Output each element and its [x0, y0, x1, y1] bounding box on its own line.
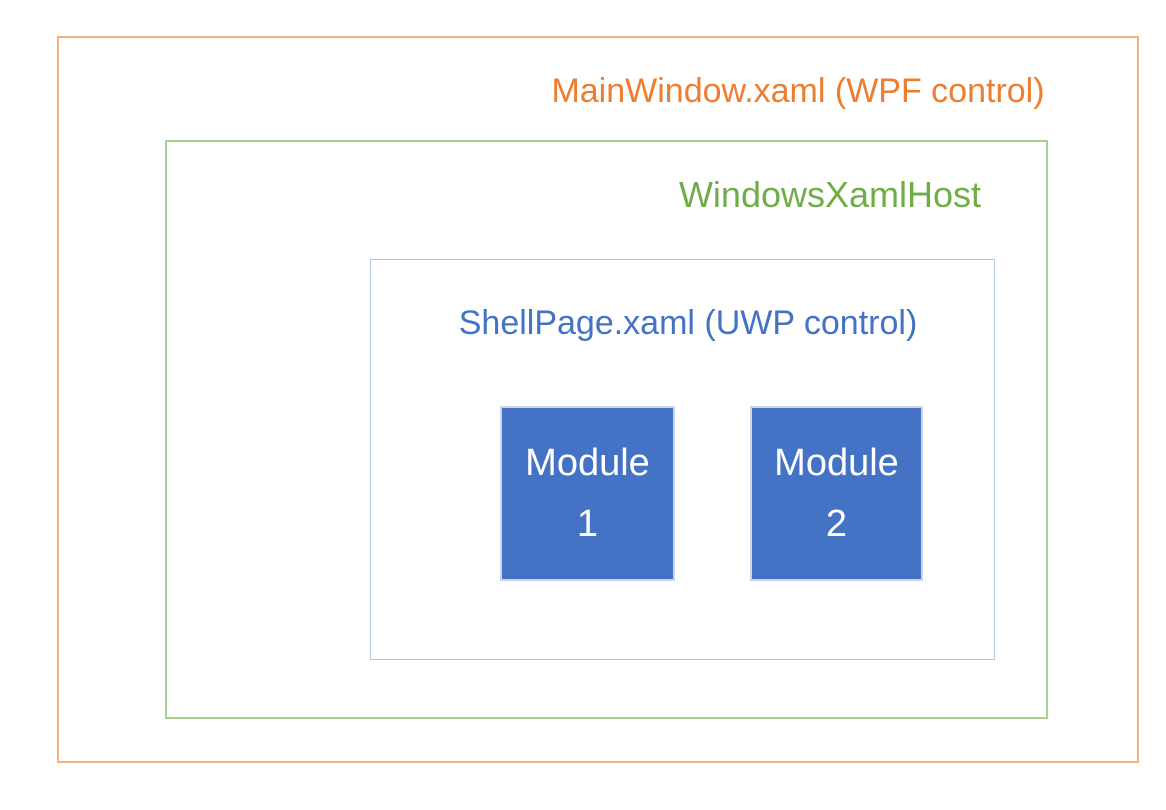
mainwindow-wpf-box	[57, 36, 1139, 763]
module-2-label-line1: Module	[774, 442, 899, 485]
module-2-label-line2: 2	[825, 502, 848, 545]
windowsxamlhost-box	[165, 140, 1048, 719]
windowsxamlhost-label: WindowsXamlHost	[678, 174, 982, 215]
module-2-label: Module 2	[774, 433, 899, 553]
mainwindow-wpf-label: MainWindow.xaml (WPF control)	[551, 72, 1045, 110]
module-1-label-line2: 1	[576, 502, 599, 545]
shellpage-uwp-box	[370, 259, 995, 660]
shellpage-uwp-label: ShellPage.xaml (UWP control)	[458, 304, 918, 342]
module-1-label-line1: Module	[525, 442, 650, 485]
module-1-label: Module 1	[525, 433, 650, 553]
module-1-box: Module 1	[500, 406, 675, 581]
module-2-box: Module 2	[750, 406, 923, 581]
